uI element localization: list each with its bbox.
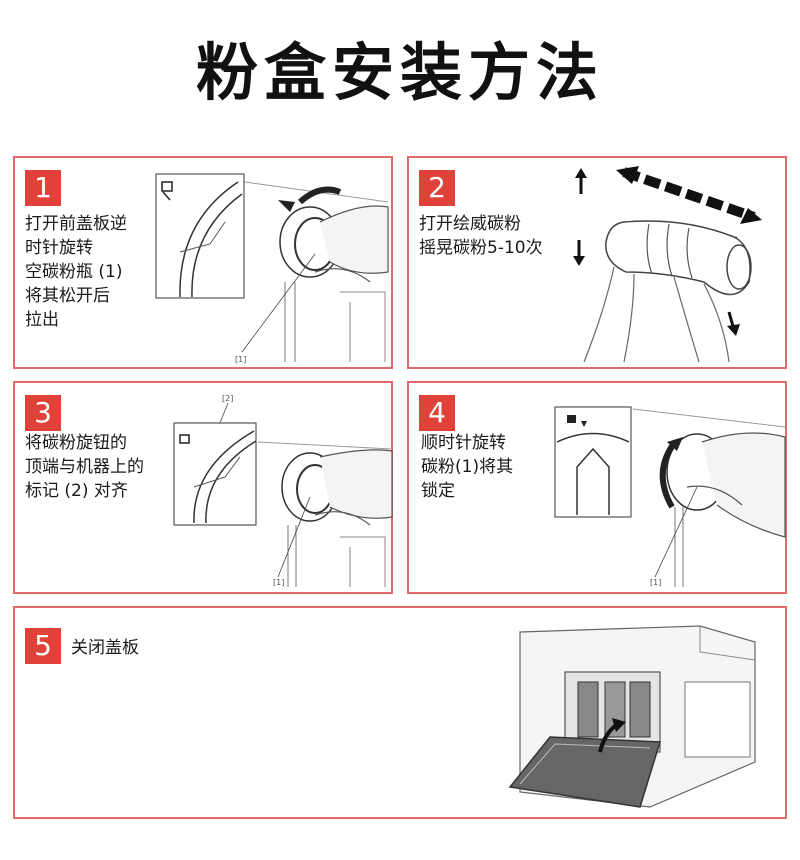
step-2-text: 打开绘威碳粉 摇晃碳粉5-10次: [419, 212, 543, 260]
step-4-text: 顺时针旋转 碳粉(1)将其 锁定: [421, 431, 513, 503]
step-3-text: 将碳粉旋钮的 顶端与机器上的 标记 (2) 对齐: [25, 431, 144, 503]
step-1-illustration: [1]: [150, 162, 390, 367]
step-3-illustration: [2] [1]: [170, 387, 395, 592]
step-3-callout: [1]: [273, 578, 284, 587]
step-1-text: 打开前盖板逆 时针旋转 空碳粉瓶 (1) 将其松开后 拉出: [25, 212, 127, 332]
step-4-illustration: [1]: [547, 387, 787, 592]
page-title: 粉盒安装方法: [0, 22, 800, 112]
step-4-number: 4: [419, 395, 455, 431]
lock-icon: [567, 415, 576, 423]
step-5-panel: 5 关闭盖板: [13, 606, 787, 819]
step-3-number: 3: [25, 395, 61, 431]
step-1-callout: [1]: [235, 355, 246, 364]
step-3-panel: 3 将碳粉旋钮的 顶端与机器上的 标记 (2) 对齐 [2] [1]: [13, 381, 393, 594]
step-5-text: 关闭盖板: [71, 636, 139, 660]
step-2-number: 2: [419, 170, 455, 206]
step-1-number: 1: [25, 170, 61, 206]
step-4-callout: [1]: [650, 578, 661, 587]
step-2-panel: 2 打开绘威碳粉 摇晃碳粉5-10次: [407, 156, 787, 369]
step-1-panel: 1 打开前盖板逆 时针旋转 空碳粉瓶 (1) 将其松开后 拉出 [1]: [13, 156, 393, 369]
step-5-number: 5: [25, 628, 61, 664]
step-4-panel: 4 顺时针旋转 碳粉(1)将其 锁定 [1]: [407, 381, 787, 594]
step-3-callout-top: [2]: [222, 394, 233, 403]
step-2-illustration: [564, 162, 784, 367]
step-5-illustration: [500, 612, 770, 817]
